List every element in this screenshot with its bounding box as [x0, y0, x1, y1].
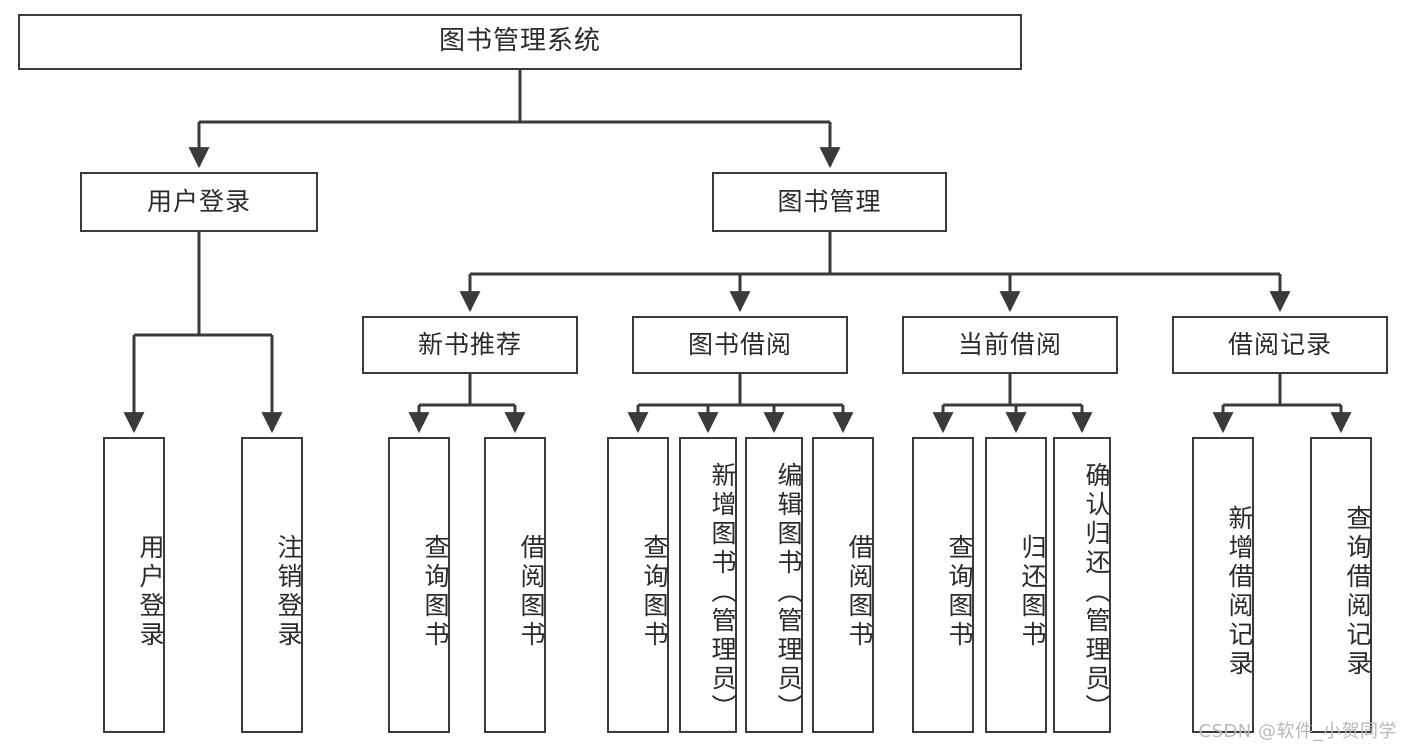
edge-user-login-to-leaves: [123, 232, 283, 434]
node-leaf-borrow-book-2[interactable]: 借阅图书: [812, 437, 874, 733]
node-label: 查询借阅记录: [1343, 505, 1372, 679]
node-leaf-return-book[interactable]: 归还图书: [985, 437, 1047, 733]
node-label: 查询图书: [640, 534, 669, 650]
node-label: 注销登录: [274, 534, 303, 650]
node-label: 借阅图书: [845, 534, 874, 650]
node-leaf-user-logout[interactable]: 注销登录: [241, 437, 303, 733]
node-user-login[interactable]: 用户登录: [80, 172, 318, 232]
node-label: 借阅图书: [517, 534, 546, 650]
node-borrow-record[interactable]: 借阅记录: [1172, 316, 1388, 374]
node-label: 新增借阅记录: [1225, 505, 1254, 679]
node-leaf-query-book-1[interactable]: 查询图书: [388, 437, 450, 733]
node-current-borrow[interactable]: 当前借阅: [902, 316, 1118, 374]
edge-book-manage-to-level3: [459, 232, 1291, 313]
node-label: 图书管理: [777, 187, 882, 216]
node-label: 借阅记录: [1227, 330, 1332, 359]
node-label: 查询图书: [421, 534, 450, 650]
node-leaf-query-book-3[interactable]: 查询图书: [912, 437, 974, 733]
node-leaf-confirm-return[interactable]: 确认归还（管理员）: [1053, 437, 1111, 733]
edge-book-borrow-to-leaves: [627, 374, 854, 434]
node-new-book-rec[interactable]: 新书推荐: [362, 316, 578, 374]
node-label: 用户登录: [136, 534, 165, 650]
node-label: 当前借阅: [957, 330, 1062, 359]
node-label: 用户登录: [146, 187, 251, 216]
edge-borrow-record-to-leaves: [1212, 374, 1352, 434]
node-label: 编辑图书（管理员）: [774, 461, 803, 723]
csdn-watermark: CSDN @软件_小贺同学: [1198, 721, 1397, 742]
node-label: 图书借阅: [687, 330, 792, 359]
node-leaf-add-record[interactable]: 新增借阅记录: [1192, 437, 1254, 733]
node-book-borrow[interactable]: 图书借阅: [632, 316, 848, 374]
node-root-system[interactable]: 图书管理系统: [18, 14, 1022, 70]
node-label: 新增图书（管理员）: [708, 461, 737, 723]
node-leaf-add-book[interactable]: 新增图书（管理员）: [679, 437, 737, 733]
node-label: 查询图书: [945, 534, 974, 650]
edge-new-book-rec-to-leaves: [408, 374, 526, 434]
edge-current-borrow-to-leaves: [932, 374, 1093, 434]
node-label: 归还图书: [1018, 534, 1047, 650]
node-leaf-query-record[interactable]: 查询借阅记录: [1310, 437, 1372, 733]
node-label: 确认归还（管理员）: [1082, 461, 1111, 723]
node-book-manage[interactable]: 图书管理: [712, 172, 947, 232]
node-leaf-user-login[interactable]: 用户登录: [103, 437, 165, 733]
node-label: 图书管理系统: [438, 26, 601, 57]
node-leaf-borrow-book-1[interactable]: 借阅图书: [484, 437, 546, 733]
edge-root-to-level2: [188, 70, 841, 169]
node-leaf-query-book-2[interactable]: 查询图书: [607, 437, 669, 733]
node-leaf-edit-book[interactable]: 编辑图书（管理员）: [745, 437, 803, 733]
node-label: 新书推荐: [417, 330, 522, 359]
